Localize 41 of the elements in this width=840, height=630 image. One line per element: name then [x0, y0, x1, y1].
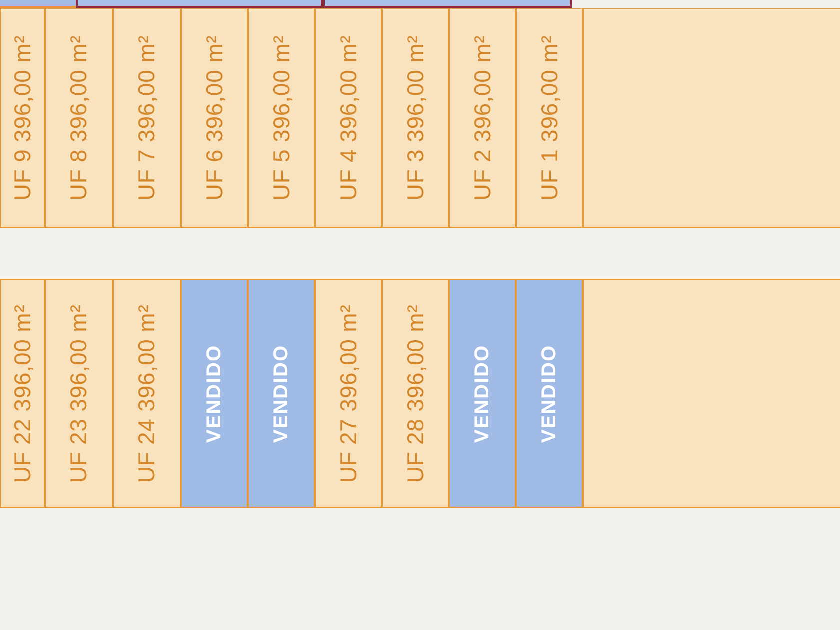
lot-plot	[0, 279, 45, 508]
lot-plot	[113, 8, 181, 228]
lot-plot	[113, 279, 181, 508]
lot-plot	[583, 279, 840, 508]
sold-lot-plot	[449, 279, 516, 508]
sold-lot-plot	[248, 279, 315, 508]
parcel-block	[76, 0, 323, 8]
lot-area-label: UF 27 396,00 m²	[335, 304, 362, 483]
lot-plot	[516, 8, 583, 228]
sold-label: VENDIDO	[203, 344, 226, 443]
parcel-block	[323, 0, 572, 8]
lot-plot	[181, 8, 248, 228]
lot-plot	[583, 8, 840, 228]
lot-area-label: UF 8 396,00 m²	[66, 35, 92, 201]
lot-area-label: UF 2 396,00 m²	[469, 35, 496, 201]
lot-area-label: UF 9 396,00 m²	[9, 35, 36, 201]
lot-area-label: UF 28 396,00 m²	[402, 304, 429, 483]
lot-plot	[248, 8, 315, 228]
lot-area-label: UF 23 396,00 m²	[66, 304, 92, 483]
sold-label: VENDIDO	[270, 344, 293, 443]
sold-label: VENDIDO	[538, 344, 561, 443]
lot-plot	[449, 8, 516, 228]
parcel-block	[0, 0, 76, 8]
lot-area-label: UF 7 396,00 m²	[134, 35, 160, 201]
lot-plot	[382, 8, 449, 228]
sold-label: VENDIDO	[471, 344, 494, 443]
lot-area-label: UF 4 396,00 m²	[335, 35, 362, 201]
lot-plot	[0, 8, 45, 228]
lot-area-label: UF 24 396,00 m²	[134, 304, 160, 483]
sold-lot-plot	[516, 279, 583, 508]
lot-area-label: UF 3 396,00 m²	[402, 35, 429, 201]
lot-plot	[315, 279, 382, 508]
lot-area-label: UF 6 396,00 m²	[201, 35, 228, 201]
lot-area-label: UF 1 396,00 m²	[536, 35, 563, 201]
lot-plot	[45, 8, 113, 228]
lot-plot	[45, 279, 113, 508]
lot-area-label: UF 22 396,00 m²	[9, 304, 36, 483]
lot-plot	[315, 8, 382, 228]
lot-area-label: UF 5 396,00 m²	[268, 35, 295, 201]
lot-plot	[382, 279, 449, 508]
sold-lot-plot	[181, 279, 248, 508]
